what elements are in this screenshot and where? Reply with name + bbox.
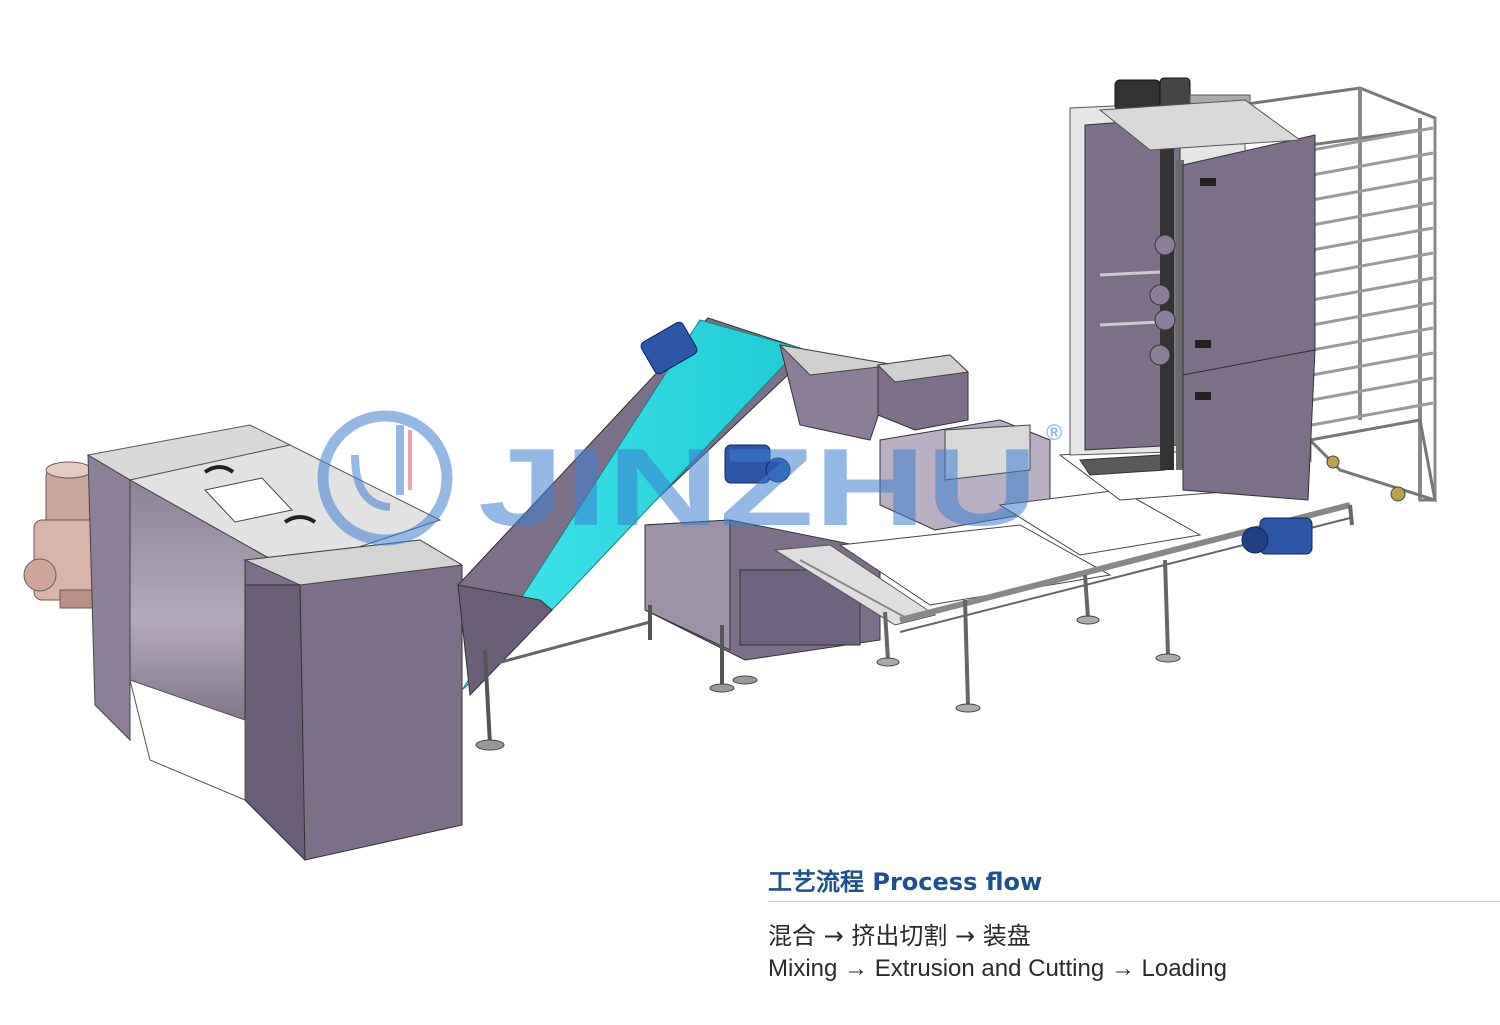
step-zh-3: 装盘 (982, 922, 1031, 950)
process-steps-zh: 混合 → 挤出切割 → 装盘 (768, 916, 1031, 951)
extruder-motor (724, 444, 791, 484)
caption-divider (768, 901, 1500, 902)
watermark-registered: ® (1046, 420, 1062, 445)
watermark-brand: JINZHU (478, 426, 1038, 549)
tray-rack (1238, 86, 1437, 503)
arrow-icon: → (955, 922, 976, 950)
step-zh-2: 挤出切割 (851, 922, 948, 950)
conveyor-motor (640, 321, 698, 375)
step-en-3: Loading (1141, 955, 1227, 982)
process-flow-heading: 工艺流程 Process flow (768, 862, 1042, 897)
arrow-icon: → (823, 922, 844, 950)
mixer-machine (23, 424, 464, 862)
arrow-icon: → (1110, 955, 1135, 982)
brand-watermark: JINZHU ® (317, 410, 1062, 549)
transfer-motor (1241, 517, 1313, 555)
step-en-1: Mixing (768, 955, 838, 982)
transfer-conveyor (773, 419, 1354, 713)
process-steps-en: Mixing → Extrusion and Cutting → Loading (768, 955, 1227, 983)
tray-loader (1069, 77, 1437, 503)
heading-zh: 工艺流程 (768, 868, 864, 896)
heading-en: Process flow (872, 868, 1043, 896)
step-zh-1: 混合 (768, 922, 816, 950)
inclined-conveyor (457, 317, 813, 751)
step-en-2: Extrusion and Cutting (874, 955, 1105, 982)
arrow-icon: → (844, 955, 869, 982)
